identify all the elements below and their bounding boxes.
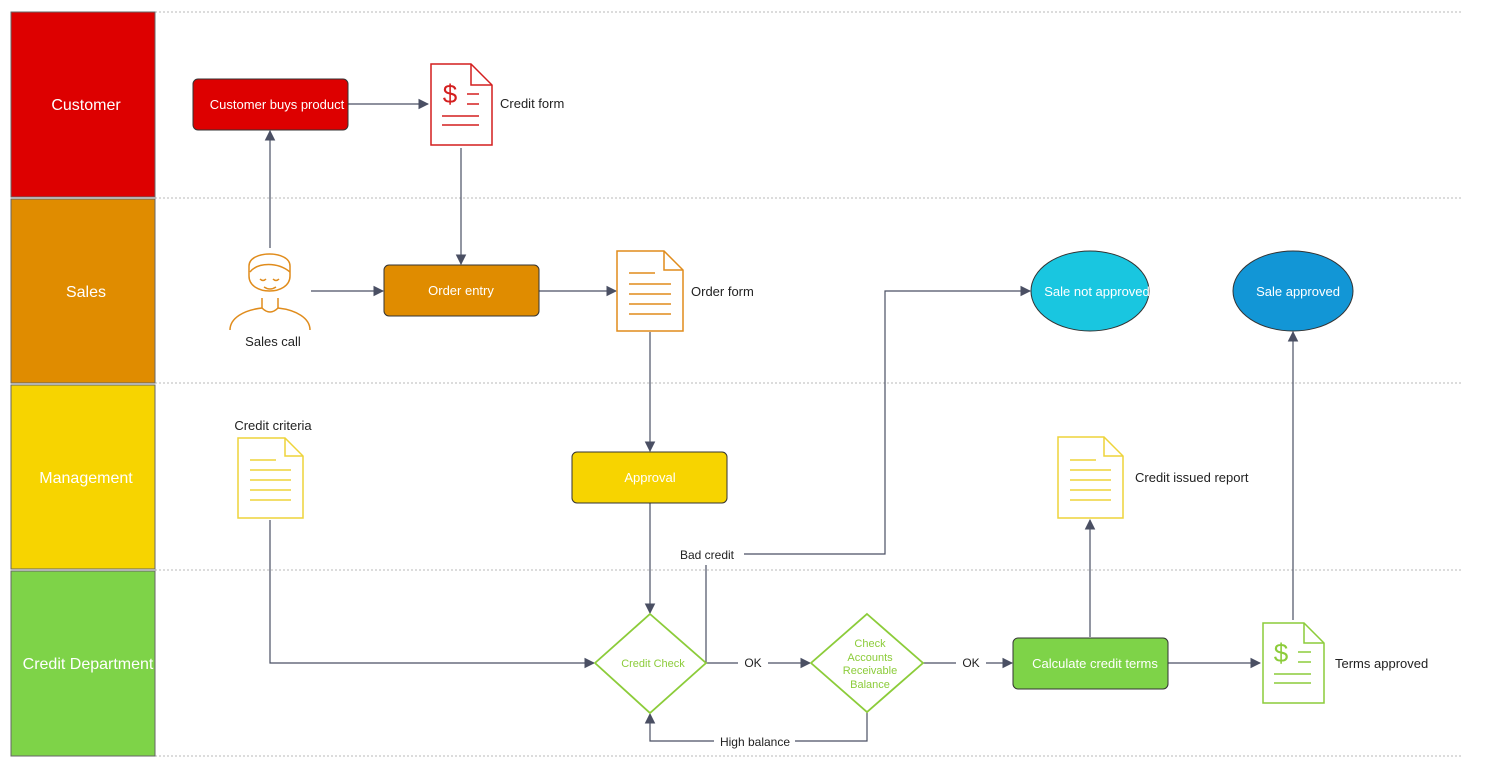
- node-approval[interactable]: Approval: [571, 451, 728, 504]
- edge-highbalance-a: [795, 712, 868, 742]
- caption-order-form: Order form: [691, 284, 754, 299]
- svg-text:$: $: [1274, 638, 1289, 668]
- node-label-customer-buys-product: Customer buys product: [210, 97, 345, 112]
- document-icon[interactable]: [616, 250, 684, 332]
- caption-credit-criteria: Credit criteria: [234, 418, 312, 433]
- lane-label-customer: Customer: [51, 97, 121, 114]
- lane-header-management: Management: [10, 384, 156, 570]
- caption-credit-form: Credit form: [500, 96, 564, 111]
- edge-highbalance-b: [644, 712, 714, 742]
- node-label-credit-check: Credit Check: [621, 658, 685, 670]
- svg-text:$: $: [443, 79, 458, 109]
- lane-label-credit-department: Credit Department: [23, 656, 154, 673]
- node-label-check-ar-line3: Receivable: [843, 665, 897, 677]
- node-customer-buys-product[interactable]: Customer buys product: [192, 78, 349, 131]
- lane-dividers: [155, 11, 1462, 757]
- edge-criteria-to-creditcheck: [269, 520, 596, 669]
- node-label-check-ar-line2: Accounts: [847, 652, 893, 664]
- lane-header-sales: Sales: [10, 198, 156, 384]
- lane-header-customer: Customer: [10, 11, 156, 198]
- node-label-calculate-credit-terms: Calculate credit terms: [1032, 656, 1158, 671]
- invoice-document-icon[interactable]: $: [1262, 622, 1325, 704]
- node-label-check-ar-line4: Balance: [850, 679, 890, 691]
- node-label-sale-not-approved: Sale not approved: [1044, 284, 1150, 299]
- edge-badcredit-to-salenotapproved: [744, 285, 1032, 555]
- node-label-order-entry: Order entry: [428, 283, 494, 298]
- caption-credit-issued-report: Credit issued report: [1135, 470, 1249, 485]
- edge-label-ok-1: OK: [744, 656, 761, 670]
- node-check-accounts-receivable[interactable]: Check Accounts Receivable Balance: [809, 612, 925, 714]
- node-sale-approved[interactable]: Sale approved: [1232, 250, 1354, 332]
- edge-creditcheck-up: [705, 565, 707, 664]
- person-icon[interactable]: [229, 253, 311, 331]
- lane-label-management: Management: [39, 470, 133, 487]
- node-credit-check[interactable]: Credit Check: [593, 612, 708, 715]
- node-label-sale-approved: Sale approved: [1256, 284, 1340, 299]
- node-order-entry[interactable]: Order entry: [383, 264, 540, 317]
- node-label-check-ar-line1: Check: [854, 638, 886, 650]
- node-label-approval: Approval: [624, 470, 675, 485]
- edge-label-ok-2: OK: [962, 656, 979, 670]
- edge-label-high-balance: High balance: [720, 735, 790, 749]
- invoice-document-icon[interactable]: $: [430, 63, 493, 146]
- caption-terms-approved: Terms approved: [1335, 656, 1428, 671]
- lane-header-credit-department: Credit Department: [10, 570, 156, 757]
- node-calculate-credit-terms[interactable]: Calculate credit terms: [1012, 637, 1169, 690]
- lane-label-sales: Sales: [66, 284, 106, 301]
- document-icon[interactable]: [237, 437, 304, 519]
- caption-sales-call: Sales call: [245, 334, 301, 349]
- node-sale-not-approved[interactable]: Sale not approved: [1030, 250, 1150, 332]
- edge-label-bad-credit: Bad credit: [680, 548, 735, 562]
- document-icon[interactable]: [1057, 436, 1124, 519]
